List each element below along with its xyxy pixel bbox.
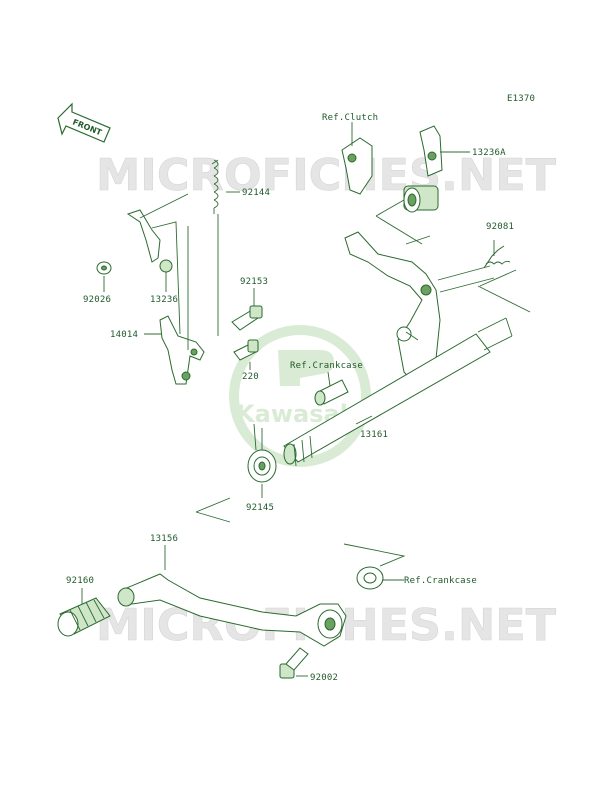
label-13236A: 13236A: [472, 148, 506, 158]
part-13156-pedal: [117, 573, 347, 647]
label-92153: 92153: [240, 277, 268, 287]
label-92002: 92002: [310, 673, 338, 683]
part-13161-shaft: [283, 317, 513, 467]
front-arrow-icon: FRONT: [57, 102, 111, 143]
part-92026-washer: [96, 261, 112, 275]
label-92144: 92144: [242, 188, 270, 198]
label-92026: 92026: [83, 295, 111, 305]
crankcase-seal: [356, 566, 384, 590]
part-92153-bolt: [231, 305, 263, 331]
part-13236-lever: [126, 209, 173, 273]
shift-shaft-assembly: [344, 231, 441, 391]
figure-code: E1370: [507, 94, 535, 104]
holder-shaft: [437, 265, 495, 293]
part-14014-link: [159, 315, 205, 385]
label-13236: 13236: [150, 295, 178, 305]
part-92081-spring: [483, 245, 511, 269]
label-ref-crankcase-2: Ref.Crankcase: [404, 576, 477, 586]
label-13161: 13161: [360, 430, 388, 440]
part-13236A: [403, 125, 443, 213]
part-92002-bolt: [279, 647, 309, 679]
part-92160-rubber: [57, 597, 111, 637]
part-92144-spring: [211, 159, 219, 214]
label-92145: 92145: [246, 503, 274, 513]
label-ref-clutch: Ref.Clutch: [322, 113, 378, 123]
clutch-release-part: [341, 137, 373, 195]
part-92145-spring: [247, 423, 277, 483]
label-13156: 13156: [150, 534, 178, 544]
label-92160: 92160: [66, 576, 94, 586]
label-ref-crankcase-1: Ref.Crankcase: [290, 361, 363, 371]
label-92081: 92081: [486, 222, 514, 232]
part-220-bolt: [233, 339, 259, 361]
leader-lines: [81, 122, 531, 677]
crankcase-plug: [314, 379, 349, 406]
label-220: 220: [242, 372, 259, 382]
label-14014: 14014: [110, 330, 138, 340]
watermark-top: MICROFICHES.NET: [96, 150, 556, 201]
